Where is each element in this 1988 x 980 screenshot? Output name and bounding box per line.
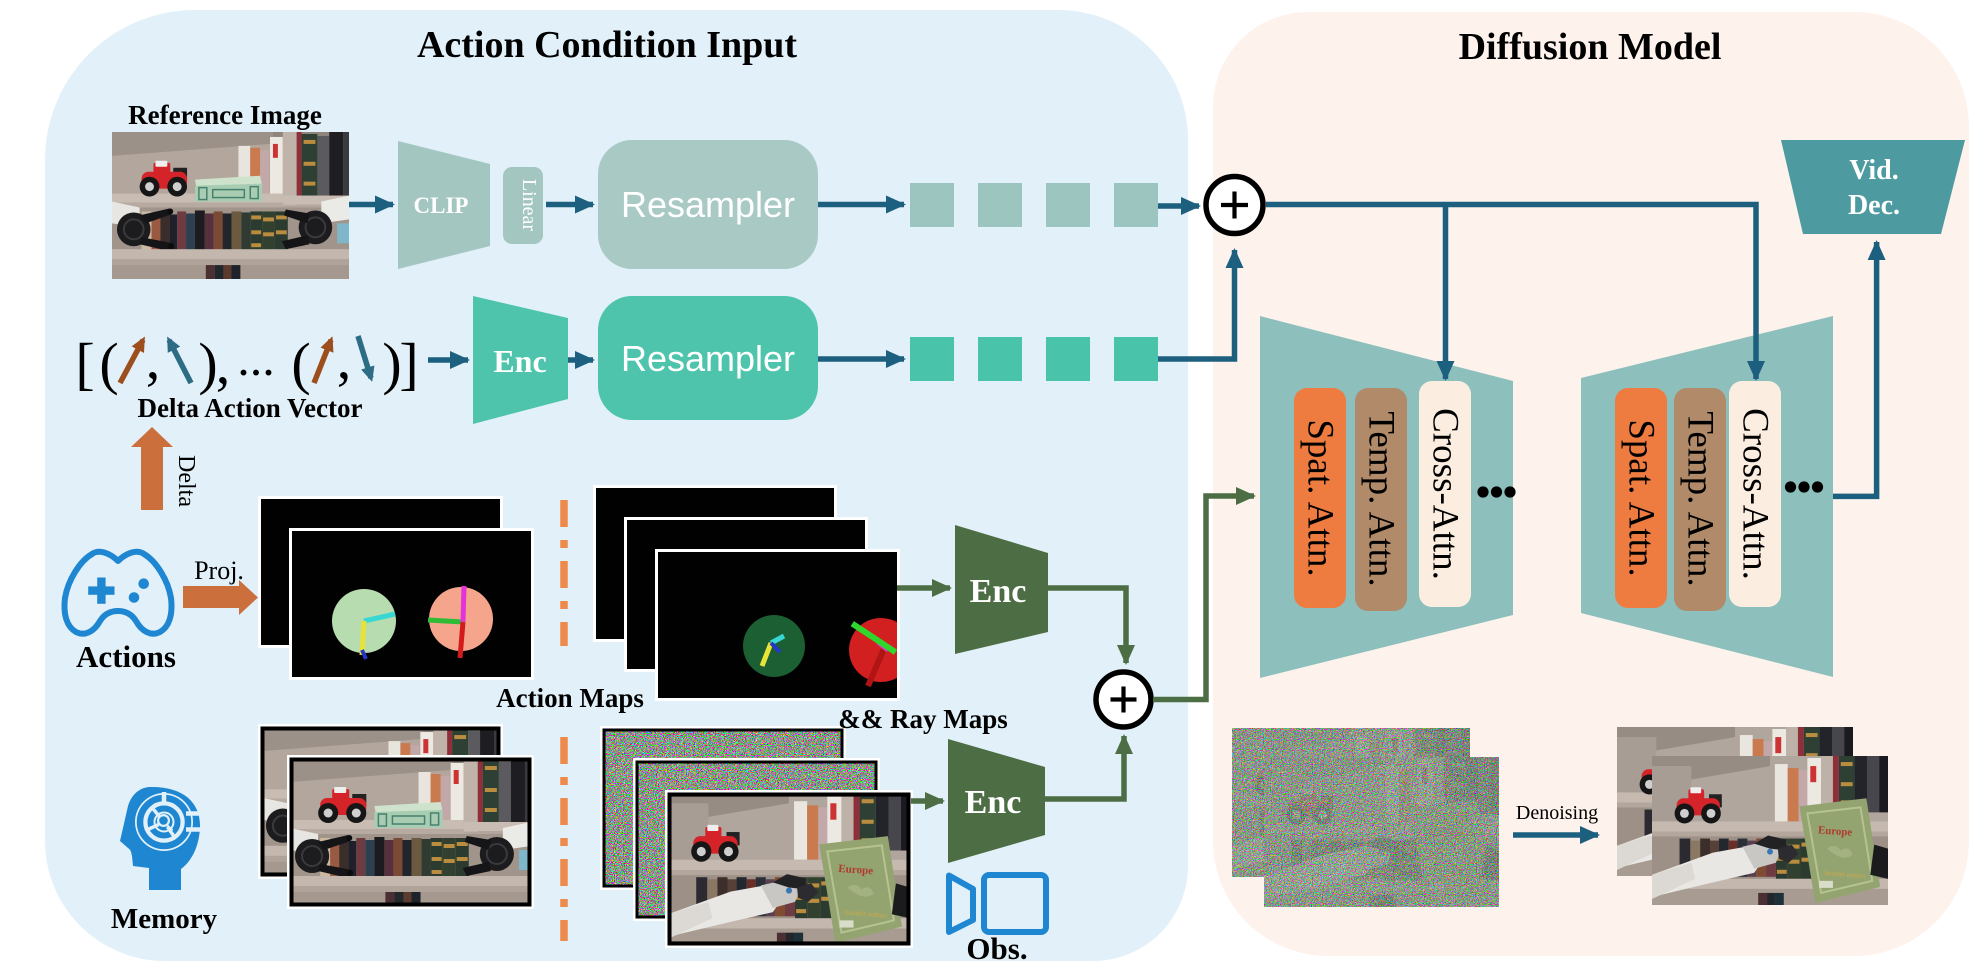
svg-text:Action Condition Input: Action Condition Input xyxy=(417,24,797,66)
svg-text:Cross-Attn.: Cross-Attn. xyxy=(1735,408,1776,580)
svg-text:Resampler: Resampler xyxy=(621,184,795,225)
svg-text:,: , xyxy=(146,326,161,391)
svg-text:Dec.: Dec. xyxy=(1848,190,1900,221)
svg-text:Diffusion Model: Diffusion Model xyxy=(1459,26,1722,68)
svg-text:&& Ray Maps: && Ray Maps xyxy=(838,704,1008,734)
svg-text:(: ( xyxy=(99,331,118,396)
svg-text:...: ... xyxy=(237,330,275,386)
svg-text:): ) xyxy=(382,331,401,396)
svg-text:Proj.: Proj. xyxy=(194,556,244,585)
svg-text:Linear: Linear xyxy=(518,179,540,232)
svg-text:Enc: Enc xyxy=(970,573,1027,610)
svg-text:,: , xyxy=(337,326,352,391)
svg-text:Obs.: Obs. xyxy=(966,931,1027,966)
svg-text:Delta: Delta xyxy=(173,455,199,507)
svg-text:Temp. Attn.: Temp. Attn. xyxy=(1680,411,1721,586)
svg-text:]: ] xyxy=(399,331,418,396)
svg-text:Denoising: Denoising xyxy=(1516,802,1598,824)
svg-text:Resampler: Resampler xyxy=(621,338,795,379)
svg-text:): ) xyxy=(198,331,217,396)
svg-text:Spat. Attn.: Spat. Attn. xyxy=(1300,419,1341,576)
svg-text:Delta Action Vector: Delta Action Vector xyxy=(138,393,363,423)
svg-text:Reference Image: Reference Image xyxy=(128,100,322,130)
svg-text:,: , xyxy=(216,331,231,396)
svg-text:Enc: Enc xyxy=(493,343,546,379)
svg-text:Enc: Enc xyxy=(965,784,1022,821)
svg-text:Actions: Actions xyxy=(76,639,176,674)
svg-text:Temp. Attn.: Temp. Attn. xyxy=(1361,411,1402,586)
svg-text:Action Maps: Action Maps xyxy=(496,683,644,713)
svg-text:Cross-Attn.: Cross-Attn. xyxy=(1425,408,1466,580)
svg-text:CLIP: CLIP xyxy=(414,193,469,218)
svg-text:[: [ xyxy=(75,331,94,396)
svg-text:Spat. Attn.: Spat. Attn. xyxy=(1621,419,1662,576)
svg-text:Vid.: Vid. xyxy=(1849,155,1899,186)
svg-text:Memory: Memory xyxy=(111,903,218,935)
svg-text:(: ( xyxy=(291,331,310,396)
